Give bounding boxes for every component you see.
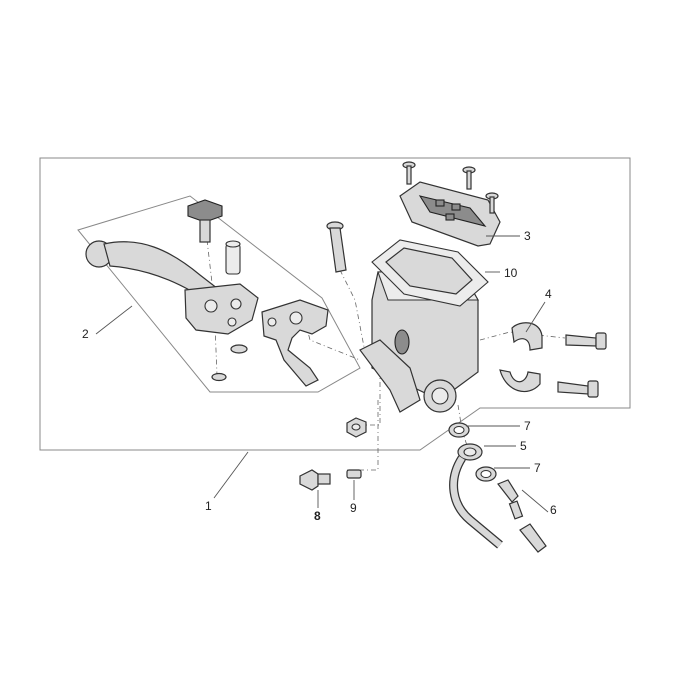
cap-screws <box>402 161 499 214</box>
callout-7-lower: 7 <box>534 461 541 475</box>
callout-10: 10 <box>504 266 518 280</box>
lever-adjuster-knob <box>187 199 223 243</box>
callout-6: 6 <box>550 503 557 517</box>
brake-switch <box>497 479 547 553</box>
sealing-washer-upper <box>448 422 470 438</box>
brake-hose <box>449 455 503 549</box>
sealing-washer-lower <box>475 466 497 482</box>
reservoir-cap <box>399 181 501 247</box>
callout-2: 2 <box>82 327 89 341</box>
lever-bracket <box>261 299 329 387</box>
callout-5: 5 <box>520 439 527 453</box>
bleed-fitting <box>346 469 362 479</box>
brake-lever <box>85 240 259 335</box>
handlebar-clamp <box>499 322 543 393</box>
lever-small-washers <box>211 344 248 382</box>
lever-subassembly-frame <box>77 195 361 393</box>
callout-4: 4 <box>545 287 552 301</box>
reservoir-gasket <box>371 239 489 307</box>
callout-3: 3 <box>524 229 531 243</box>
clamp-bolts <box>557 332 607 398</box>
banjo-fitting <box>457 443 483 461</box>
callout-7-upper: 7 <box>524 419 531 433</box>
nut <box>346 417 367 438</box>
assembly-frame <box>39 157 631 451</box>
callout-1: 1 <box>205 499 212 513</box>
callout-9: 9 <box>350 501 357 515</box>
long-bolt <box>326 221 347 273</box>
lever-pin <box>225 240 241 275</box>
bleed-screw <box>299 469 331 491</box>
callout-8: 8 <box>314 509 321 523</box>
leader-lines <box>95 235 549 513</box>
